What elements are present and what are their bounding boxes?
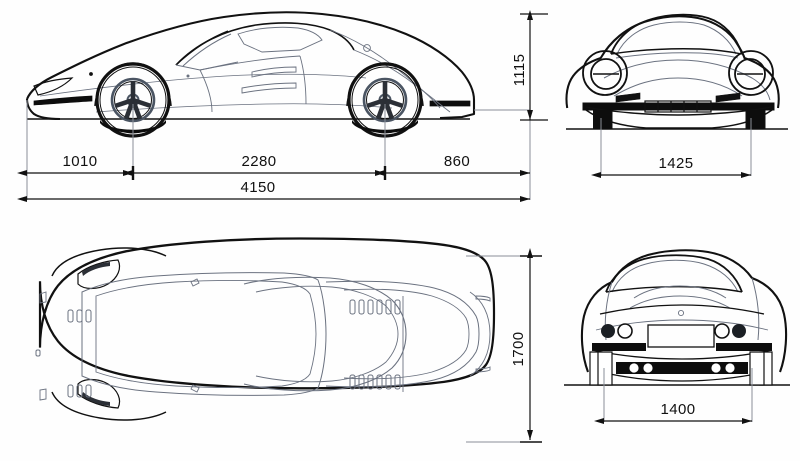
dimension-label-overall-length: 4150 bbox=[241, 179, 276, 196]
dimension-row-segments: 1010 2280 860 bbox=[17, 153, 530, 180]
dimension-label-front-overhang: 1010 bbox=[63, 153, 98, 170]
dimension-overall-length: 4150 bbox=[17, 179, 530, 202]
dimension-label-overall-width: 1700 bbox=[510, 332, 527, 367]
top-plan-view bbox=[35, 237, 496, 421]
dimension-overall-width: 1700 bbox=[466, 248, 542, 443]
dimension-label-wheelbase: 2280 bbox=[242, 153, 277, 170]
rear-elevation-view bbox=[564, 249, 790, 386]
dimension-label-front-track: 1425 bbox=[659, 155, 694, 172]
dimension-label-rear-track: 1400 bbox=[661, 401, 696, 418]
dimension-rear-track: 1400 bbox=[594, 368, 753, 424]
dimension-label-rear-overhang: 860 bbox=[444, 153, 470, 170]
rear-wheel bbox=[346, 62, 424, 138]
dimension-label-overall-height: 1115 bbox=[511, 54, 528, 87]
side-extension-lines bbox=[26, 14, 531, 200]
front-elevation-view bbox=[565, 13, 788, 130]
side-elevation-view bbox=[25, 11, 476, 138]
dimension-overall-height: 1115 bbox=[511, 10, 548, 121]
dimension-front-track: 1425 bbox=[591, 118, 752, 178]
